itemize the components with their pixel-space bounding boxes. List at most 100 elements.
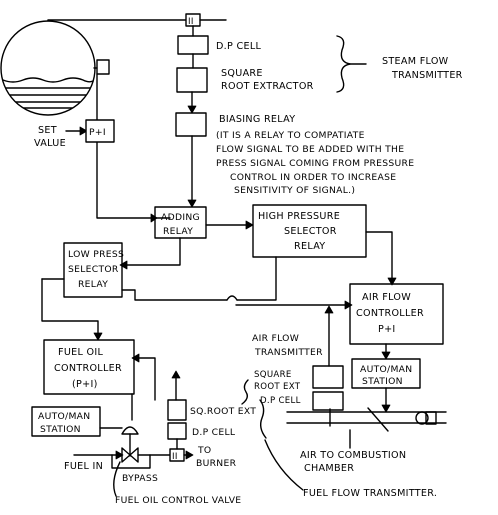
biasing-note-3: PRESS SIGNAL COMING FROM PRESSURE [216, 158, 414, 169]
air-flow-ctrl-label-3: P+I [378, 324, 396, 335]
arrow-sqroot-fuel [171, 370, 181, 379]
square-root-ext-air [312, 365, 344, 389]
arrow-adding-highpress [245, 220, 254, 230]
highpress-to-airflow [365, 231, 393, 284]
fuel-oil-control-valve [121, 447, 139, 463]
valve-actuator [121, 426, 139, 435]
sq-root-ext-air-label-1: SQUARE [254, 370, 292, 380]
fuel-oil-ctrl-label-1: FUEL OIL [58, 347, 103, 358]
arrow-fuel-feedback [131, 353, 140, 363]
damper-blade [367, 407, 389, 432]
sq-root-ext-fuel-label: SQ.ROOT EXT [190, 406, 256, 417]
bypass-line [111, 454, 151, 469]
arrow-fuel-in [115, 450, 124, 460]
sq-root-ext-air-label-2: ROOT EXT [254, 382, 301, 392]
high-pressure-selector-relay [252, 204, 367, 258]
high-press-label-1: HIGH PRESSURE [258, 211, 340, 222]
arrow-sqrt-biasing [187, 105, 197, 114]
fuel-oil-control-valve-label: FUEL OIL CONTROL VALVE [115, 495, 241, 506]
crossover-to-lowpress [121, 289, 228, 301]
arrow-into-adding [150, 213, 158, 223]
fuel-flow-feedback [133, 357, 156, 401]
line-crossover-hump [226, 295, 238, 301]
auto-man-station-fuel [31, 406, 101, 437]
arrow-automan-damper [381, 404, 391, 413]
dp-cell-top-label: D.P CELL [216, 41, 261, 52]
steam-flow-label-1: STEAM FLOW [382, 56, 449, 67]
pi-controller-label: P+I [89, 127, 106, 138]
biasing-note-4: CONTROL IN ORDER TO INCREASE [230, 172, 396, 183]
dp-cell-top [177, 35, 209, 55]
auto-man-fuel-label-2: STATION [40, 424, 81, 435]
drum-steam-line [47, 19, 187, 22]
adding-to-lowpress [121, 237, 181, 266]
low-press-label-3: RELAY [78, 279, 108, 290]
auto-man-fuel-label-1: AUTO/MAN [38, 411, 90, 422]
air-transmitter-brace [241, 379, 249, 405]
auto-man-air-label-2: STATION [362, 376, 403, 387]
level-signal-line [96, 73, 171, 219]
low-press-label-2: SELECTOR [68, 264, 119, 275]
arrow-highpress-airflow [387, 277, 397, 286]
fuel-in-label: FUEL IN [64, 461, 103, 472]
to-burner-label-2: BURNER [196, 458, 237, 469]
air-flow-tx-label-1: AIR FLOW [252, 333, 299, 344]
arrow-set-value [79, 126, 88, 136]
to-burner-label-1: TO [197, 445, 211, 456]
pi-controller [85, 119, 115, 143]
square-root-label-1: SQUARE [221, 68, 263, 79]
dp-cell-fuel-label: D.P CELL [192, 427, 236, 438]
air-to-combustion-label-2: CHAMBER [304, 463, 354, 474]
square-root-ext-fuel [167, 399, 187, 421]
auto-man-air-label-1: AUTO/MAN [360, 364, 412, 375]
square-root-extractor [176, 67, 208, 93]
arrow-airctrl-automan [381, 351, 391, 360]
square-root-label-2: ROOT EXTRACTOR [221, 81, 314, 92]
low-press-selector-relay [63, 242, 123, 298]
highpress-to-lowpress-cross [236, 256, 277, 301]
steam-drum [0, 20, 96, 116]
biasing-relay [175, 112, 207, 137]
low-press-label-1: LOW PRESS [68, 249, 124, 260]
arrow-air-transmitter [324, 305, 334, 314]
arrow-lowpress-fuelctrl [93, 332, 103, 341]
set-value-label-1: SET [38, 125, 57, 136]
fan [425, 411, 437, 425]
air-flow-ctrl-label-2: CONTROLLER [356, 308, 424, 319]
valve-pointer [113, 461, 121, 497]
orifice-fuel-mark: II [172, 452, 178, 462]
orifice-top-mark: II [188, 17, 194, 27]
steam-flow-label-2: TRANSMITTER [391, 70, 463, 81]
arrow-airflow-feedback [344, 300, 353, 310]
fuel-transmitter-brace [259, 399, 267, 439]
biasing-note-1: (IT IS A RELAY TO COMPATIATE [216, 130, 365, 141]
bypass-label: BYPASS [122, 473, 158, 484]
dp-cell-air [312, 391, 344, 411]
fuel-flow-tx-pointer [264, 439, 304, 491]
fan-wheel [415, 411, 429, 425]
fuel-oil-controller [43, 339, 135, 395]
fuel-oil-ctrl-label-2: CONTROLLER [54, 363, 122, 374]
arrow-to-burner [185, 450, 194, 460]
air-flow-controller [349, 283, 444, 345]
lowpress-left-line [41, 278, 99, 339]
air-flow-ctrl-label-1: AIR FLOW [362, 292, 411, 303]
adding-relay-label-2: RELAY [163, 226, 193, 237]
set-value-label-2: VALUE [34, 138, 66, 149]
adding-relay-label-1: ADDING [161, 212, 200, 223]
biasing-note-2: FLOW SIGNAL TO BE ADDED WITH THE [216, 144, 404, 155]
arrow-adding-lowpress [119, 260, 128, 270]
high-press-label-2: SELECTOR [284, 226, 337, 237]
air-to-combustion-label-1: AIR TO COMBUSTION [300, 450, 406, 461]
level-transmitter-box [96, 59, 110, 75]
dp-cell-air-label: D.P CELL [260, 396, 301, 406]
fuel-flow-transmitter-label: FUEL FLOW TRANSMITTER. [303, 488, 437, 499]
arrow-biasing-adding [187, 199, 197, 208]
high-press-label-3: RELAY [294, 241, 325, 252]
biasing-note-5: SENSITIVITY OF SIGNAL.) [234, 185, 355, 196]
biasing-relay-label: BIASING RELAY [219, 114, 295, 125]
dp-cell-fuel [167, 422, 187, 440]
fuel-oil-ctrl-label-3: (P+I) [72, 379, 98, 390]
air-flow-tx-label-2: TRANSMITTER [254, 347, 323, 358]
